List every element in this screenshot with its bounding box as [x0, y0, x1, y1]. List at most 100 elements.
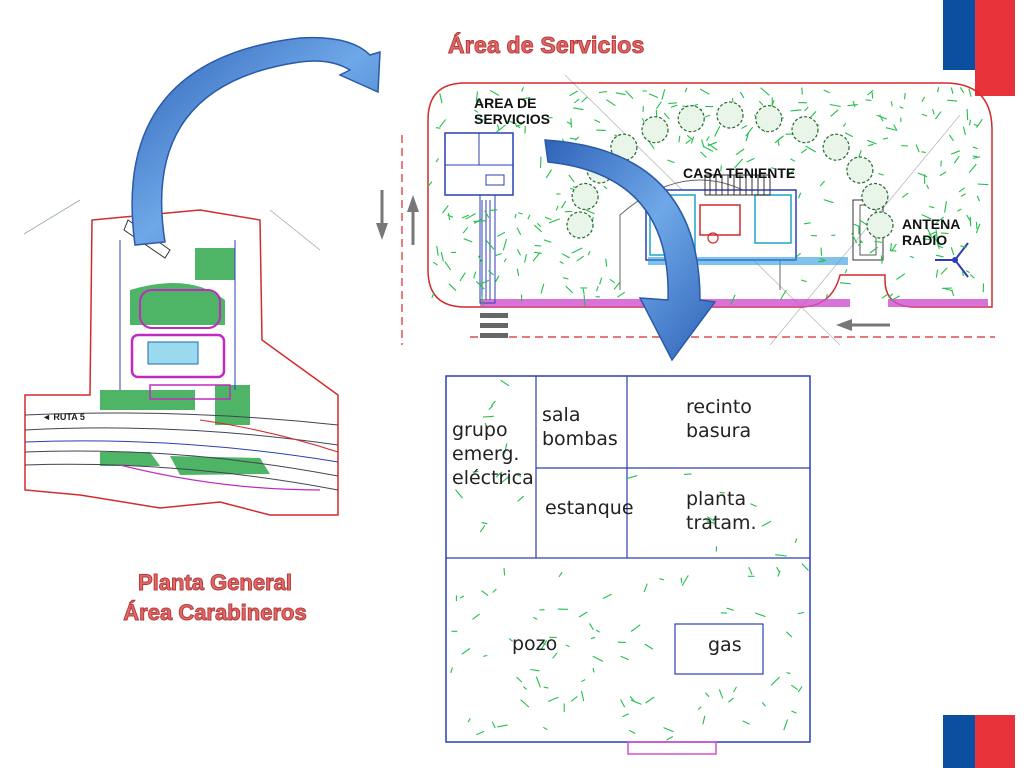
hatch-mark	[450, 667, 454, 674]
hatch-mark	[700, 151, 707, 158]
hatch-mark	[459, 595, 465, 599]
access-ramp	[123, 219, 171, 259]
hatch-mark	[545, 169, 553, 179]
hatch-mark	[730, 294, 736, 305]
hatch-mark	[972, 146, 978, 150]
hatch-mark	[754, 612, 766, 618]
tree	[791, 116, 819, 144]
hatch-mark	[462, 226, 469, 234]
flag-blue-bottom	[943, 715, 975, 768]
hatch-mark	[742, 720, 750, 725]
tree	[566, 211, 594, 239]
room-gas: gas	[708, 634, 742, 656]
hatch-mark	[503, 567, 506, 576]
services-block-gas	[485, 174, 505, 186]
hatch-mark	[439, 119, 447, 128]
hatch-mark	[552, 652, 558, 659]
hatch-mark	[473, 218, 483, 224]
hatch-mark	[733, 686, 737, 693]
hatch-mark	[718, 689, 724, 699]
hatch-mark	[482, 415, 494, 418]
hatch-mark	[504, 443, 508, 454]
detail-plan-drawing	[445, 375, 811, 755]
hatch-mark	[801, 563, 809, 571]
hatch-mark	[830, 109, 839, 117]
hatch-mark	[524, 254, 528, 263]
hatch-mark	[965, 270, 970, 274]
hatch-mark	[585, 209, 595, 215]
hatch-mark	[574, 136, 580, 141]
road-line	[24, 463, 339, 491]
hatch-mark	[976, 118, 983, 128]
hatch-mark	[516, 227, 522, 236]
hatch-mark	[518, 96, 531, 101]
hatch-mark	[558, 571, 563, 578]
hatch-mark	[427, 181, 433, 187]
hatch-mark	[448, 283, 457, 292]
house-fixture	[707, 232, 719, 244]
hatch-mark	[874, 240, 884, 244]
hatch-mark	[867, 89, 874, 96]
hatch-mark	[844, 269, 848, 274]
hatch-mark	[587, 250, 591, 256]
hatch-mark	[559, 260, 564, 265]
hatch-mark	[706, 136, 710, 142]
hatch-mark	[801, 279, 807, 283]
hatch-mark	[820, 247, 823, 256]
hatch-mark	[495, 253, 502, 257]
hatch-mark	[704, 692, 710, 698]
hatch-mark	[957, 208, 962, 212]
hatch-mark	[697, 706, 702, 711]
hatch-mark	[533, 224, 542, 233]
hatch-mark	[489, 209, 498, 212]
hatch-mark	[569, 137, 577, 140]
arrow-left-icon	[836, 319, 890, 331]
hatch-mark	[937, 244, 944, 249]
hatch-mark	[977, 183, 989, 186]
hatch-mark	[620, 655, 630, 661]
hatch-mark	[966, 108, 969, 121]
hatch-mark	[750, 503, 757, 507]
hatch-mark	[432, 261, 438, 266]
tree	[846, 156, 874, 184]
hatch-mark	[777, 570, 781, 577]
hatch-mark	[882, 137, 889, 140]
hatch-mark	[893, 124, 898, 132]
hatch-mark	[935, 269, 939, 278]
hatch-mark	[783, 719, 789, 731]
hatch-mark	[655, 101, 662, 110]
hatch-mark	[527, 214, 531, 220]
hatch-mark	[853, 223, 860, 228]
hatch-mark	[852, 100, 856, 108]
service-area-boundary	[427, 82, 993, 308]
hatch-mark	[699, 88, 710, 95]
hatch-mark	[543, 686, 549, 689]
hatch-mark	[435, 127, 441, 129]
hatch-mark	[706, 520, 717, 525]
hatch-mark	[461, 214, 470, 219]
hatch-mark	[475, 91, 479, 103]
hatch-mark	[617, 291, 626, 298]
road-line	[119, 464, 321, 491]
hatch-mark	[936, 87, 940, 93]
hatch-mark	[455, 489, 463, 499]
hatch-mark	[548, 218, 560, 224]
hatch-mark	[960, 193, 966, 197]
hatch-mark	[968, 88, 972, 97]
road-stripe	[480, 313, 508, 318]
curved-arrow-to-detail-plan	[544, 139, 717, 362]
hatch-mark	[871, 92, 874, 99]
hatch-mark	[684, 473, 692, 476]
arrow-down-icon	[376, 190, 388, 240]
hatch-mark	[839, 282, 851, 285]
hatch-mark	[823, 199, 834, 204]
hatch-mark	[777, 135, 784, 141]
hatch-mark	[926, 184, 930, 190]
hatch-mark	[889, 249, 897, 252]
hatch-mark	[962, 126, 967, 136]
hatch-mark	[800, 148, 808, 154]
hatch-mark	[869, 246, 879, 254]
green-area	[130, 282, 225, 325]
hatch-mark	[958, 187, 965, 193]
room-grupo-line1: grupo	[452, 419, 508, 441]
